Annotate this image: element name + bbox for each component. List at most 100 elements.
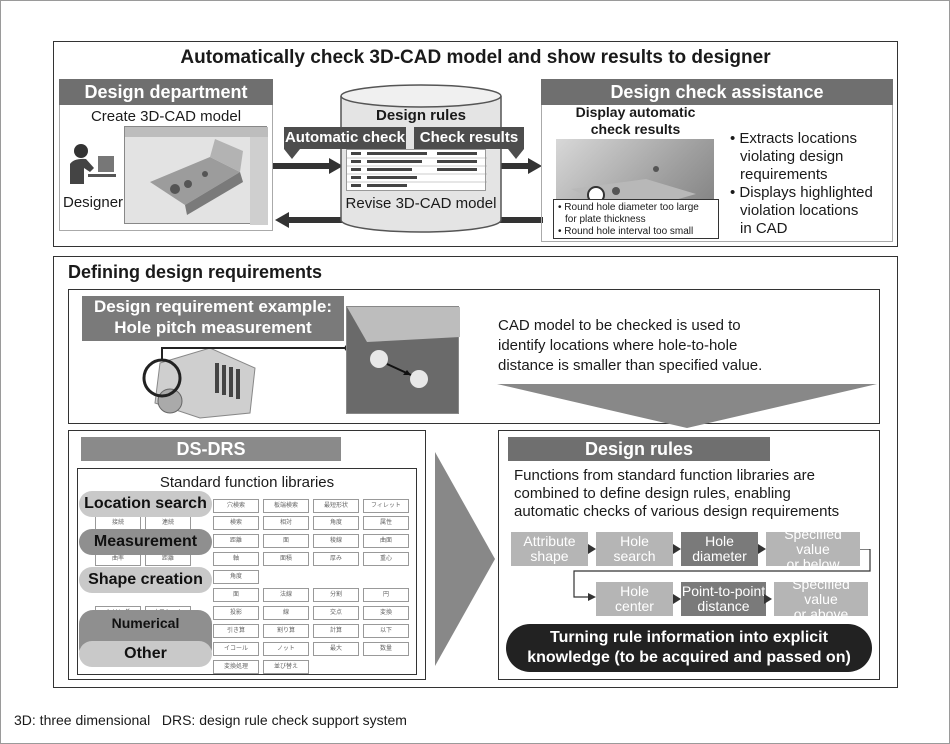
library-function-cell: 最大 [313,642,359,656]
bullet-1-line-2: violating design [740,148,844,165]
library-function-cell: 相対 [263,516,309,530]
design-rules-desc-line-2: combined to define design rules, enablin… [514,485,791,502]
category-measurement: Measurement [79,529,212,555]
library-function-cell: 連続 [145,516,191,530]
bullet-1-line-3: requirements [740,166,828,183]
footnote: 3D: three dimensional DRS: design rule c… [14,712,407,728]
library-function-cell: 並び替え [263,660,309,674]
callout-line-2: for plate thickness [565,214,646,225]
design-check-assistance-header: Design check assistance [541,79,893,105]
library-function-cell: 重心 [363,552,409,566]
top-title: Automatically check 3D-CAD model and sho… [180,47,771,68]
example-desc-line-2: identify locations where hole-to-hole [498,337,738,354]
explicit-knowledge-banner: Turning rule information into explicit k… [506,624,872,672]
bullet-2-line-3: in CAD [740,220,788,237]
library-function-cell: 引き算 [213,624,259,638]
library-function-cell: 変換処理 [213,660,259,674]
library-function-cell: 板端検索 [263,499,309,513]
callout-line-1: • Round hole diameter too large [558,202,699,213]
ds-drs-header: DS-DRS [81,437,341,461]
library-function-cell: フィレット [363,499,409,513]
library-function-cell: 数量 [363,642,409,656]
library-function-cell: 計算 [313,624,359,638]
callout-line-3: • Round hole interval too small [558,226,694,237]
library-function-cell: 変換 [363,606,409,620]
library-function-cell: 円 [363,588,409,602]
library-function-cell: 厚み [313,552,359,566]
library-function-cell: 曲面 [363,534,409,548]
library-function-cell: 面 [263,534,309,548]
library-function-cell: 分割 [313,588,359,602]
bullet-2-line-2: violation locations [740,202,859,219]
hole-pitch-zoom-image [346,306,460,414]
library-function-cell: 属性 [363,516,409,530]
flow-connector [573,549,871,601]
library-function-cell: 法線 [263,588,309,602]
check-results-table [346,149,487,191]
design-rules-desc-line-1: Functions from standard function librari… [514,467,815,484]
design-rules-db-title: Design rules [375,107,467,124]
example-panel [68,289,880,424]
category-location-search: Location search [79,491,212,517]
example-desc-line-3: distance is smaller than specified value… [498,357,763,374]
bullet-1-line-1: • Extracts locations [730,130,857,147]
check-results-pointer [508,149,524,159]
library-function-cell: イコール [213,642,259,656]
library-function-cell: 線 [263,606,309,620]
ds-drs-panel [68,430,426,680]
library-function-cell: 面 [213,588,259,602]
designer-label: Designer [63,194,124,211]
flow-arrows-row1 [588,544,766,554]
category-other: Other [79,641,212,667]
design-rules-panel [498,430,880,680]
banner-line-1: Turning rule information into explicit [550,629,828,646]
library-function-cell: 稜線 [313,534,359,548]
magnifier-connector [142,344,352,398]
library-function-cell: 割り算 [263,624,309,638]
example-desc-line-1: CAD model to be checked is used to [498,317,741,334]
flow-arrow-to-assist [500,158,542,174]
library-function-cell: 角度 [213,570,259,584]
display-results-title-1: Display automatic [575,104,696,120]
library-function-cell: 面積 [263,552,309,566]
automatic-check-pointer [284,149,300,159]
category-shape-creation: Shape creation [79,567,212,593]
library-function-cell: 接続 [95,516,141,530]
bottom-title: Defining design requirements [68,262,323,282]
example-header-line-2: Hole pitch measurement [114,318,312,337]
create-model-label: Create 3D-CAD model [90,108,242,125]
libraries-box [77,468,417,675]
check-results-tab: Check results [414,127,524,149]
library-function-cell: 角度 [313,516,359,530]
down-arrow [497,384,877,428]
automatic-check-tab: Automatic check [284,127,406,149]
designer-person-icon [64,142,116,190]
design-rules-header: Design rules [508,437,770,461]
flow-arrows-row2 [673,594,772,604]
design-department-header: Design department [59,79,273,105]
banner-line-2: knowledge (to be acquired and passed on) [527,649,851,666]
violation-callout: • Round hole diameter too large for plat… [553,199,719,239]
library-function-cell: 軸 [213,552,259,566]
right-flow-arrow [435,452,495,666]
assistance-bullets: • Extracts locations violating design re… [730,130,890,238]
library-function-cell: 投影 [213,606,259,620]
library-function-cell: 距離 [213,534,259,548]
library-function-cell: 検索 [213,516,259,530]
example-description: CAD model to be checked is used to ident… [498,316,762,376]
example-header-line-1: Design requirement example: [93,297,333,316]
display-results-title-2: check results [590,121,681,137]
library-function-cell: 穴検索 [213,499,259,513]
example-header: Design requirement example: Hole pitch m… [82,296,344,341]
